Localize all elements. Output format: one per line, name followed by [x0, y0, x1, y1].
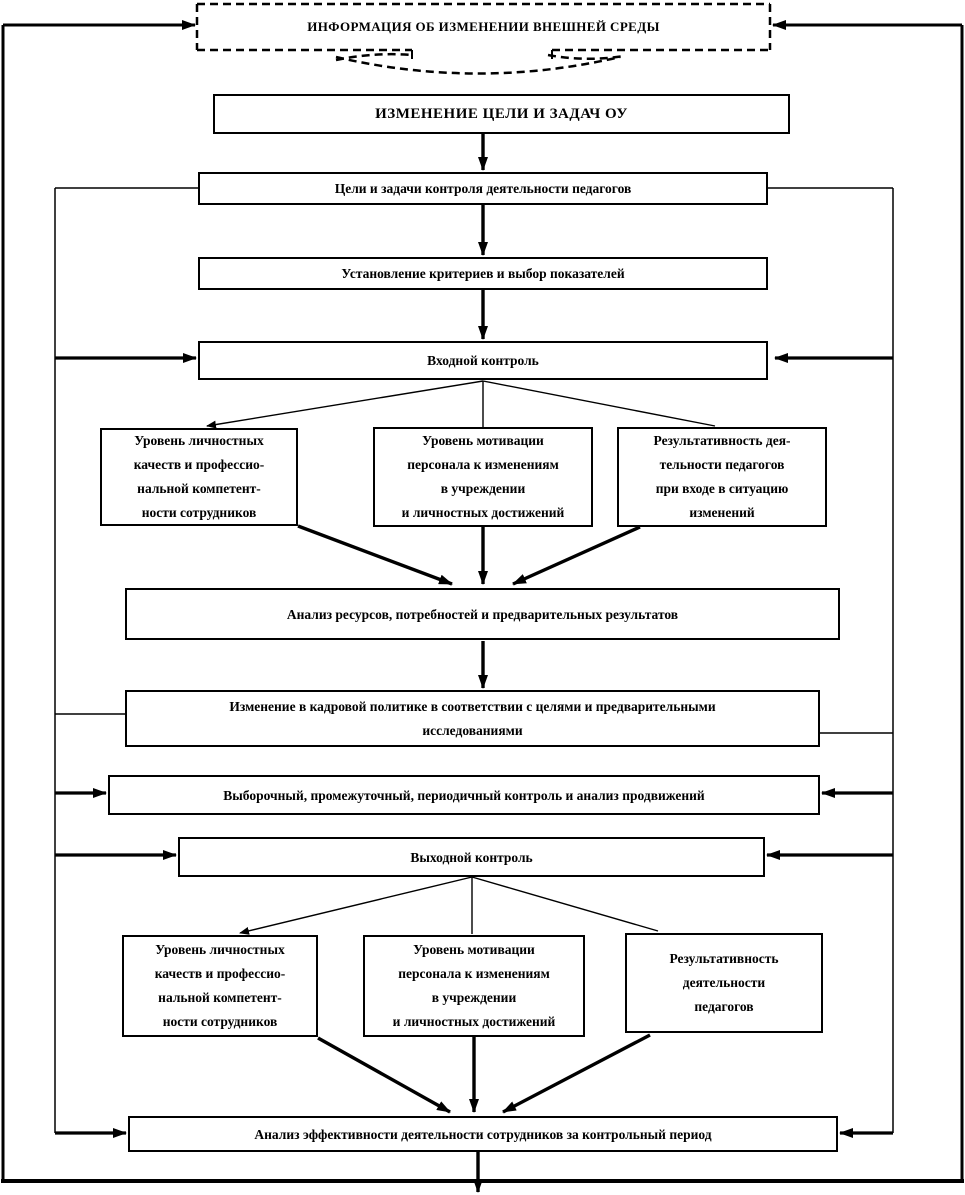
node-control-goals: Цели и задачи контроля деятельности педа… [198, 172, 768, 205]
lower-convergence-arrows [317, 1033, 651, 1114]
node-info-env: ИНФОРМАЦИЯ ОБ ИЗМЕНЕНИИ ВНЕШНЕЙ СРЕДЫ [307, 19, 660, 34]
input-control-fan [206, 380, 716, 429]
node-periodic-control: Выборочный, промежуточный, периодичный к… [108, 775, 820, 815]
node-out-motivation: Уровень мотивации персонала к изменениям… [363, 935, 585, 1037]
dashed-info-outline [195, 2, 772, 75]
side-rails [54, 187, 894, 1133]
upper-convergence-arrows [297, 524, 641, 586]
spine-arrows [473, 134, 488, 1193]
rail-arrows [55, 353, 893, 1138]
node-in-performance: Результативность дея- тельности педагого… [617, 427, 827, 527]
node-change-goals: ИЗМЕНЕНИЕ ЦЕЛИ И ЗАДАЧ ОУ [213, 94, 790, 134]
node-in-personal: Уровень личностных качеств и профессио- … [100, 428, 298, 526]
dashed-info-ticks [411, 50, 553, 59]
node-analysis-resources: Анализ ресурсов, потребностей и предвари… [125, 588, 840, 640]
output-control-fan [239, 876, 659, 935]
node-analysis-efficiency: Анализ эффективности деятельности сотруд… [128, 1116, 838, 1152]
node-hr-policy: Изменение в кадровой политике в соответс… [125, 690, 820, 747]
node-out-performance: Результативность деятельности педагогов [625, 933, 823, 1033]
node-output-control: Выходной контроль [178, 837, 765, 877]
node-criteria: Установление критериев и выбор показател… [198, 257, 768, 290]
node-input-control: Входной контроль [198, 341, 768, 380]
node-out-personal: Уровень личностных качеств и профессио- … [122, 935, 318, 1037]
node-in-motivation: Уровень мотивации персонала к изменениям… [373, 427, 593, 527]
